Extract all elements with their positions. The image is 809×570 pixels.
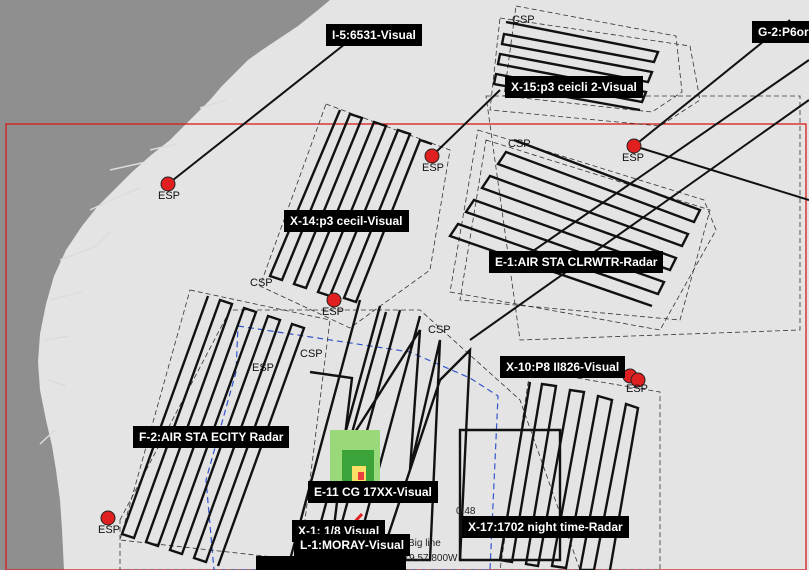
esp-marker-4 — [326, 292, 342, 308]
sortie-label-x10[interactable]: X-10:P8 II826-Visual — [500, 356, 626, 378]
search-area-boundary — [5, 123, 807, 570]
sortie-label-e1[interactable]: E-1:AIR STA CLRWTR-Radar — [489, 251, 664, 273]
sortie-label-x17[interactable]: X-17:1702 night time-Radar — [462, 516, 629, 538]
label-overflow-strip — [256, 556, 406, 570]
coord-lat: 0 48 — [456, 506, 476, 517]
sortie-label-x15[interactable]: X-15:p3 ceicli 2-Visual — [505, 76, 643, 98]
esp-tag: ESP — [98, 524, 121, 536]
esp-tag: ESP — [622, 152, 645, 164]
esp-marker-7 — [100, 510, 116, 526]
coastline-inlets — [39, 99, 227, 445]
coastline-land — [0, 0, 330, 570]
esp-tag: ESP — [252, 362, 275, 374]
coord-datum: Big line — [408, 538, 441, 549]
datum-outline — [205, 325, 499, 570]
sortie-label-f2[interactable]: F-2:AIR STA ECITY Radar — [133, 426, 290, 448]
sortie-label-e11[interactable]: E-11 CG 17XX-Visual — [308, 481, 438, 503]
transit-lines — [167, 19, 809, 341]
coord-lon: 079 57.800W — [398, 553, 458, 564]
esp-marker-2 — [424, 148, 440, 164]
esp-tag: ESP — [322, 306, 345, 318]
esp-marker-6 — [630, 372, 646, 388]
csp-tag: CSP — [508, 138, 531, 150]
esp-marker-3 — [626, 138, 642, 154]
csp-tag: CSP — [428, 324, 451, 336]
sortie-label-x14[interactable]: X-14:p3 cecil-Visual — [284, 210, 409, 232]
sortie-label-i5[interactable]: I-5:6531-Visual — [326, 24, 422, 46]
csp-tag: CSP — [300, 348, 323, 360]
esp-marker-1 — [160, 176, 176, 192]
esp-tag: ESP — [626, 383, 649, 395]
csp-tag: CSP — [250, 277, 273, 289]
esp-tag: ESP — [422, 162, 445, 174]
sortie-label-g2[interactable]: G-2:P6or — [752, 21, 809, 43]
sortie-label-l1[interactable]: L-1:MORAY-Visual — [294, 534, 411, 556]
esp-tag: ESP — [158, 190, 181, 202]
csp-tag: CSP — [512, 14, 535, 26]
